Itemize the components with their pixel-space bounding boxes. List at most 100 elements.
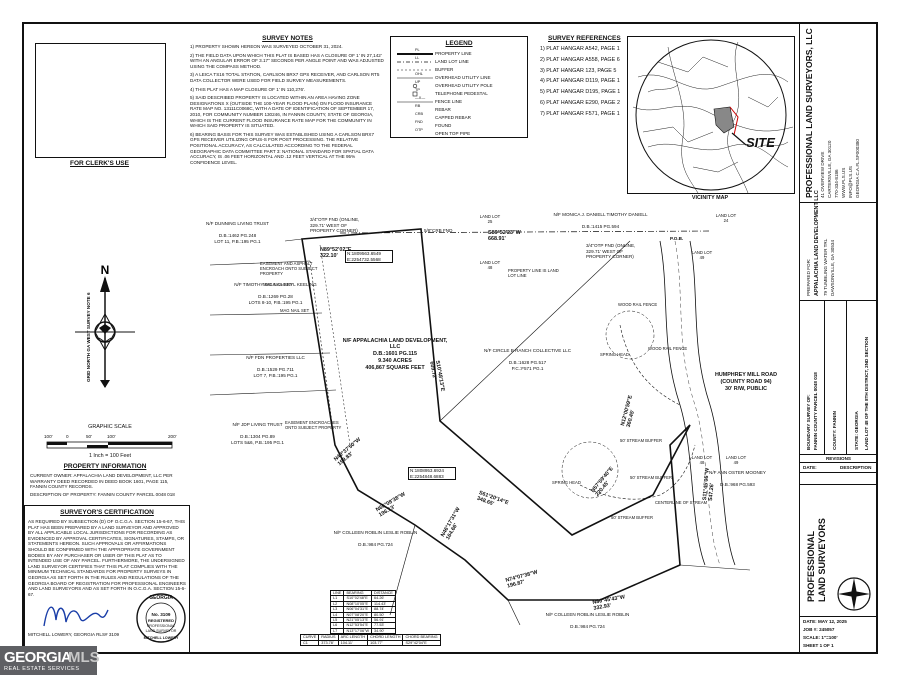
certification-text: AS REQUIRED BY SUBSECTION (D) OF O.C.G.A… <box>28 519 186 597</box>
firm-name: PROFESSIONAL LAND SURVEYORS, LLC <box>804 28 814 198</box>
legend-row-label: PROPERTY LINE <box>435 51 472 56</box>
graphic-scale-ratio: 1 Inch = 100 Feet <box>88 453 132 459</box>
plat-drawing <box>209 228 751 625</box>
plat-note: MAG NAIL SET <box>263 282 293 287</box>
parcel-sqft: 406,867 SQUARE FEET <box>365 365 425 371</box>
seal-land-surveyor: LAND SURVEYOR <box>145 629 177 633</box>
curve-table-cell: C1 <box>299 639 320 647</box>
property-current-owner: CURRENT OWNER: APPALACHIA LAND DEVELOPME… <box>30 473 173 490</box>
parcel-deed: D.B.:1601 PG.115 <box>372 351 418 357</box>
vicinity-caption: VICINITY MAP <box>691 195 729 201</box>
curve-table-header: CHORD BEARING <box>402 634 441 641</box>
curve-table-cell: 103.77' <box>367 639 404 647</box>
vicinity-map-drawing <box>632 39 794 193</box>
neighbor-lot: LOTS 5&6, P.B.:195 PG.1 <box>231 440 284 445</box>
legend-title: LEGEND <box>445 40 473 47</box>
road-sub: (COUNTY ROAD 94) <box>720 379 772 385</box>
firm-address-6: GEORGIA C.A.#L.SF000380 <box>855 139 860 198</box>
line-table-cell: 80.50' <box>371 611 396 619</box>
road-name: HUMPHREY MILL ROAD <box>714 372 778 378</box>
line-table-cell: L3 <box>329 606 345 613</box>
boundary-cell: BOUNDARY SURVEY OF: FANNIN COUNTY PARCEL… <box>800 300 877 455</box>
line-table-cell: N12°53'54"E <box>343 622 373 629</box>
neighbor-deed: D.B.:1462 PG.248 <box>218 233 257 238</box>
seal-name: MITCHELL LOWERY <box>143 636 179 640</box>
survey-reference: 1) PLAT HANGAR A542, PAGE 1 <box>540 46 620 52</box>
survey-references-title: SURVEY REFERENCES <box>548 35 621 42</box>
bearing-label: S89°52'23"W 668.91' <box>488 230 521 243</box>
road-rw: 30' R/W, PUBLIC <box>724 386 768 392</box>
legend-row-symbol: OHL <box>415 72 423 76</box>
survey-reference: 7) PLAT HANGAR F571, PAGE 1 <box>540 110 620 117</box>
legend-row-symbol: UP <box>415 80 421 84</box>
line-table-header: DISTANCE <box>371 589 396 597</box>
plat-note: EASEMENT ENCROACHES ONTO SUBJECT PROPERT… <box>285 420 342 430</box>
line-table-cell: 77.53' <box>371 622 396 629</box>
line-table-cell: L1 <box>329 595 345 602</box>
survey-note: 5) SAID DESCRIBED PROPERTY IS LOCATED WI… <box>190 95 375 129</box>
neighbor-name: N/F ANN OSTER MOONEY <box>709 470 766 475</box>
logo-text-2: LAND SURVEYORS <box>817 518 827 602</box>
line-table-cell: 34.90' <box>371 627 396 635</box>
line-table-cell: L5 <box>329 616 345 624</box>
survey-reference: 2) PLAT HANGAR A558, PAGE 6 <box>540 56 620 63</box>
clerk-label: FOR CLERK'S USE <box>70 160 129 167</box>
legend-row-symbol: —X— <box>415 96 426 100</box>
land-lot-district: LAND LOT 48 OF THE 8TH DISTRICT, 2ND SEC… <box>864 336 869 450</box>
job-number: JOB #: 245057 <box>803 627 835 632</box>
plat-note: 50' STREAM BUFFER <box>611 515 653 520</box>
revisions-date: DATE: <box>803 465 817 470</box>
north-label: GRID NORTH GA WEST SURVEY NOTE 6 <box>86 292 91 382</box>
seal-number: No. 3109 <box>151 612 171 617</box>
legend-row-symbol: CRB <box>415 112 424 116</box>
clerk-box <box>35 43 166 158</box>
neighbor-deed: D.B.:1628 PG.517 <box>508 360 547 365</box>
survey-reference: 6) PLAT HANGAR E290, PAGE 2 <box>540 99 620 106</box>
neighbor-lot: LOT 7, P.B.:195 PG.1 <box>253 373 298 378</box>
pob-label: P.O.B. <box>670 236 684 241</box>
firm-address-2: CARTERSVILLE, GA 30120 <box>827 140 832 198</box>
plat-note: WOOD RAIL FENCE <box>618 302 658 307</box>
title-block: PROFESSIONAL LAND SURVEYORS, LLC 41 OVER… <box>799 22 879 654</box>
revisions-cell: REVISIONS DATE: DESCRIPTION <box>800 454 877 485</box>
neighbor-deed: D.B.:1529 PG.711 <box>257 367 294 372</box>
plat-note: MAG NAIL SET <box>280 308 310 313</box>
boundary-label: BOUNDARY SURVEY OF: <box>806 394 811 450</box>
legend-row-label: OPEN TOP PIPE <box>435 131 471 136</box>
graphic-scale-title: GRAPHIC SCALE <box>88 424 132 430</box>
survey-notes-list: 1) PROPERTY SHOWN HEREON WAS SURVEYED OC… <box>190 44 385 168</box>
property-info-title: PROPERTY INFORMATION <box>63 463 147 470</box>
graphic-scale-tick: 0 <box>66 434 69 439</box>
neighbor-lot: LOTS 8-10, P.B.:195 PG.1 <box>248 300 303 305</box>
fnd-label-2: 3/4"OTP FND (ONLINE, 329.71' WEST OF PRO… <box>586 243 636 260</box>
county: COUNTY: FANNIN <box>832 411 837 450</box>
plat-note: 50' STREAM BUFFER <box>630 475 672 480</box>
curve-table-header: ARC LENGTH <box>337 634 369 641</box>
sheet-number: SHEET 1 OF 1 <box>803 643 834 648</box>
certification-signer: MITCHELL LOWERY, GEORGIA RLS# 3109 <box>28 632 120 637</box>
legend-symbols <box>397 53 433 103</box>
prepared-for-cell: PREPARED FOR: APPALACHIA LAND DEVELOPMEN… <box>800 190 877 301</box>
legend-row-label: OVERHEAD UTILITY POLE <box>435 83 493 88</box>
land-lot-label: LAND LOT 49 <box>725 455 747 465</box>
legend-row-label: FOUND <box>435 123 452 128</box>
survey-reference: 3) PLAT HANGAR 123, PAGE 5 <box>540 67 617 74</box>
legend-row-label: CAPPED REBAR <box>435 115 471 120</box>
line-table-cell: 88.74' <box>371 606 396 613</box>
land-lot-label: LAND LOT 49 <box>691 250 713 260</box>
survey-reference: 5) PLAT HANGAR D195, PAGE 1 <box>540 89 621 96</box>
plat-note: EASEMENT AND ASPHALT ENCROACH ONTO SUBJE… <box>260 261 318 276</box>
vicinity-map: SITE <box>627 36 795 194</box>
graphic-scale-tick: 200' <box>168 434 177 439</box>
plat-note: SPRING HEAD <box>600 352 629 357</box>
date: DATE: MAY 12, 2025 <box>803 619 847 624</box>
legend-row-label: REBAR <box>435 107 451 112</box>
neighbor-deed: D.B.:984 PG.724 <box>570 624 605 629</box>
line-table-cell: L6 <box>329 622 345 629</box>
plat-note: PROPERTY LINE IS LAND LOT LINE <box>508 268 559 278</box>
seal-state: GEORGIA <box>149 595 173 601</box>
survey-note: 3) A LEICA TS16 TOTAL STATION, CARLSON B… <box>190 72 380 83</box>
line-table-cell: S10°02'48"E <box>343 595 373 602</box>
